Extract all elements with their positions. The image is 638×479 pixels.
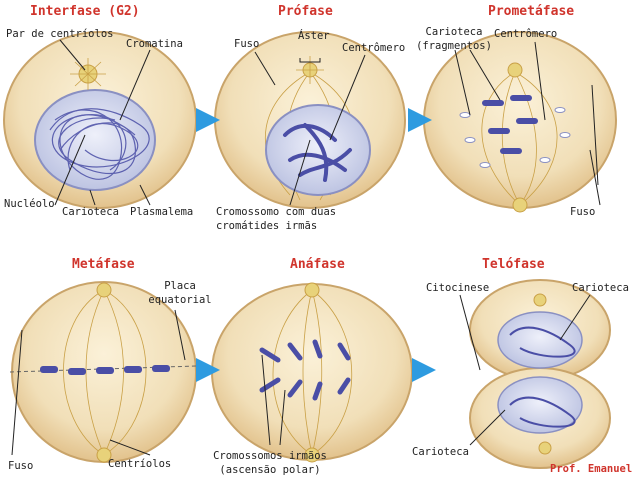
label-spindle: Fuso [234, 38, 260, 50]
title-prometaphase: Prometáfase [488, 4, 575, 19]
label-aster: Áster [298, 30, 330, 42]
label-karyotheca-fragments-1: Carioteca [425, 26, 483, 38]
label-spindle-3: Fuso [8, 460, 34, 472]
label-karyotheca-3: Carioteca [412, 446, 469, 458]
label-chromosome-2: cromátides irmãs [216, 220, 318, 232]
title-interphase: Interfase (G2) [30, 4, 140, 19]
telophase-cell [469, 279, 611, 469]
label-spindle-2: Fuso [570, 206, 596, 218]
label-karyotheca-fragments-2: (fragmentos) [416, 40, 492, 52]
label-karyotheca: Carioteca [62, 206, 119, 218]
prophase-cell [214, 31, 406, 209]
title-anaphase: Anáfase [290, 257, 345, 272]
label-nucleolus: Nucléolo [4, 198, 55, 210]
label-plasmalemma: Plasmalema [130, 206, 194, 218]
label-cytokinesis: Citocinese [426, 282, 490, 294]
label-centromere-2: Centrômero [494, 28, 558, 40]
label-centromere: Centrômero [342, 42, 406, 54]
interphase-cell [3, 31, 197, 209]
label-centriole-pair: Par de centríolos [6, 28, 114, 40]
metaphase-cell [9, 281, 197, 463]
signature: Prof. Emanuel [550, 463, 633, 475]
prometaphase-cell [423, 31, 617, 213]
label-sister-chromosomes-2: (ascensão polar) [219, 464, 321, 476]
label-karyotheca-2: Carioteca [572, 282, 629, 294]
label-sister-chromosomes-1: Cromossomos irmãos [213, 450, 327, 462]
leader-lines [11, 39, 601, 456]
anaphase-cell [211, 282, 413, 463]
title-metaphase: Metáfase [72, 257, 135, 272]
label-centrioles: Centríolos [108, 458, 172, 470]
title-telophase: Telófase [482, 257, 545, 272]
label-plate-1: Placa [164, 280, 196, 292]
title-prophase: Prófase [278, 4, 333, 19]
label-plate-2: equatorial [148, 294, 212, 306]
label-chromatin: Cromatina [126, 38, 183, 50]
label-chromosome-1: Cromossomo com duas [216, 206, 337, 218]
